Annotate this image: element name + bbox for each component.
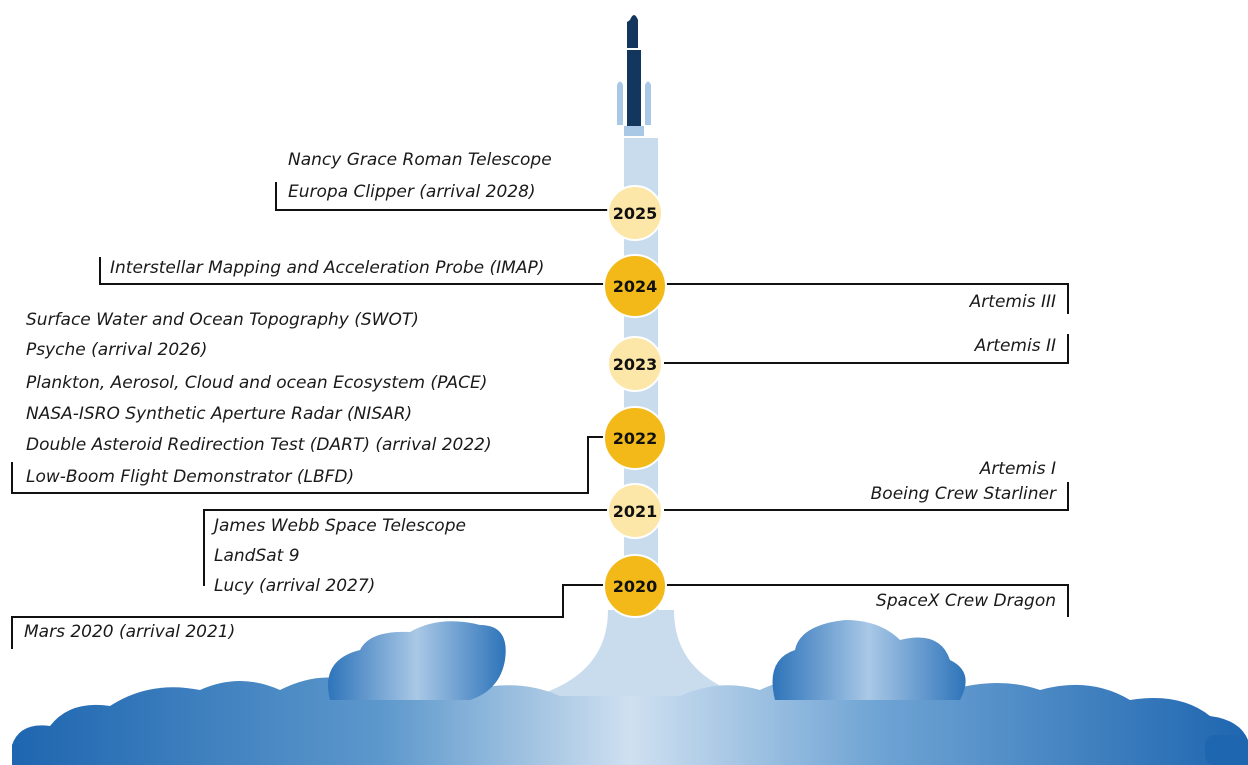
mission-label: Interstellar Mapping and Acceleration Pr… <box>110 258 545 278</box>
cloud-base <box>12 620 1248 765</box>
line-2022-left <box>11 436 604 494</box>
year-2025: 2025 <box>607 185 663 241</box>
line-2020-left <box>11 584 604 649</box>
line-2023-right <box>664 334 1069 364</box>
line-2021-left <box>203 509 608 586</box>
year-2023: 2023 <box>607 336 663 392</box>
line-2025-left <box>275 182 608 211</box>
mission-label: James Webb Space Telescope <box>214 516 466 536</box>
exhaust-plume <box>520 610 760 700</box>
line-2021-right <box>664 482 1069 511</box>
mission-label: SpaceX Crew Dragon <box>876 591 1056 611</box>
mission-label: NASA-ISRO Synthetic Aperture Radar (NISA… <box>26 404 413 424</box>
mission-label: Psyche (arrival 2026) <box>26 340 208 360</box>
year-2022: 2022 <box>603 406 667 470</box>
year-2024: 2024 <box>603 254 667 318</box>
line-2024-left <box>99 257 604 285</box>
mission-label: Mars 2020 (arrival 2021) <box>24 622 236 642</box>
mission-label: Low-Boom Flight Demonstrator (LBFD) <box>26 467 355 487</box>
mission-label: Double Asteroid Redirection Test (DART) … <box>26 435 492 455</box>
mission-label: Nancy Grace Roman Telescope <box>288 150 552 170</box>
year-2021: 2021 <box>607 483 663 539</box>
mission-label: Europa Clipper (arrival 2028) <box>288 182 536 202</box>
rocket-icon <box>617 15 651 136</box>
mission-label: Artemis I <box>979 459 1056 479</box>
line-2020-right <box>664 584 1069 617</box>
mission-label: Artemis II <box>974 336 1056 356</box>
mission-label: Artemis III <box>969 292 1056 312</box>
mission-label: LandSat 9 <box>214 546 300 566</box>
mission-label: Boeing Crew Starliner <box>870 484 1056 504</box>
mission-label: Plankton, Aerosol, Cloud and ocean Ecosy… <box>26 373 488 393</box>
mission-label: Lucy (arrival 2027) <box>214 576 376 596</box>
year-2020: 2020 <box>603 554 667 618</box>
mission-label: Surface Water and Ocean Topography (SWOT… <box>26 310 419 330</box>
line-2024-right <box>664 283 1069 314</box>
